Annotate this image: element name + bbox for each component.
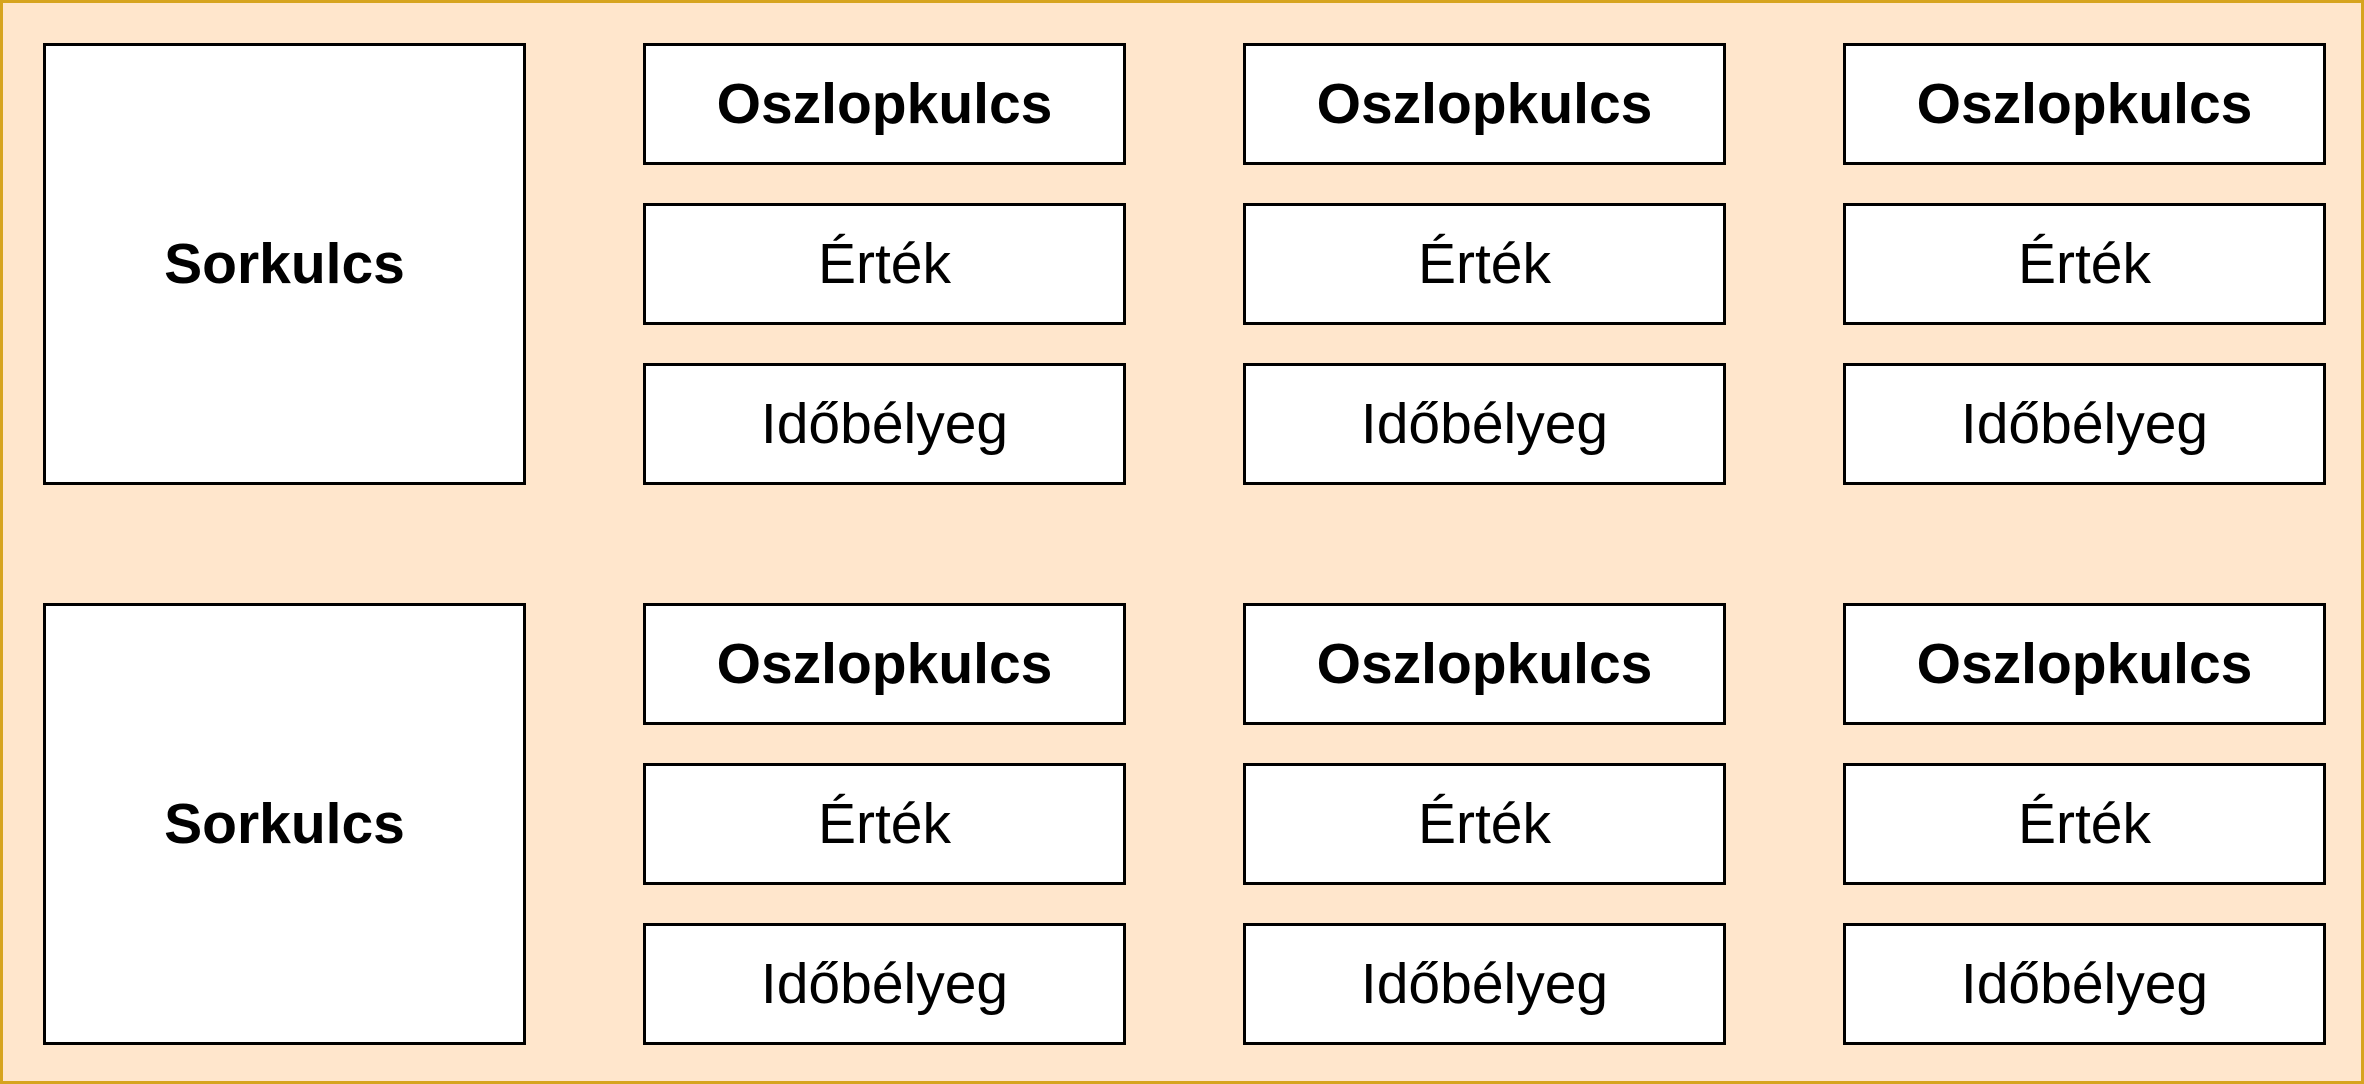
column-key-box: Oszlopkulcs: [1243, 603, 1726, 725]
column-key-box: Oszlopkulcs: [643, 43, 1126, 165]
row-key-box: Sorkulcs: [43, 43, 526, 485]
column-key-box: Oszlopkulcs: [643, 603, 1126, 725]
value-box: Érték: [1843, 763, 2326, 885]
value-box: Érték: [1243, 763, 1726, 885]
timestamp-box: Időbélyeg: [1843, 363, 2326, 485]
timestamp-box: Időbélyeg: [643, 923, 1126, 1045]
column-key-box: Oszlopkulcs: [1843, 603, 2326, 725]
timestamp-box: Időbélyeg: [1843, 923, 2326, 1045]
column-key-box: Oszlopkulcs: [1243, 43, 1726, 165]
timestamp-box: Időbélyeg: [643, 363, 1126, 485]
value-box: Érték: [1243, 203, 1726, 325]
value-box: Érték: [1843, 203, 2326, 325]
value-box: Érték: [643, 763, 1126, 885]
row-key-box: Sorkulcs: [43, 603, 526, 1045]
value-box: Érték: [643, 203, 1126, 325]
timestamp-box: Időbélyeg: [1243, 363, 1726, 485]
timestamp-box: Időbélyeg: [1243, 923, 1726, 1045]
column-key-box: Oszlopkulcs: [1843, 43, 2326, 165]
